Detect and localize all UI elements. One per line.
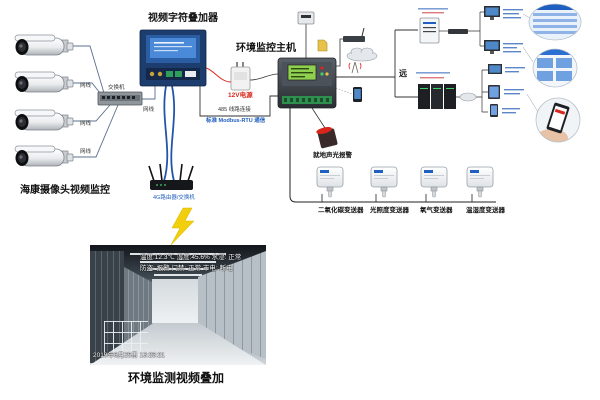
temp-humidity-sensor-icon [467,167,493,197]
monitor-icon [484,6,500,20]
mobile-app-screenshot [535,97,581,143]
platform-caption-lines [416,8,450,79]
camera-icon [15,110,73,130]
sensor-label-oxygen: 氧气变送器 [420,207,453,214]
ceiling-light [130,253,226,255]
sensor-label-temp-humidity: 温湿度变送器 [466,207,505,214]
cloud-icon [346,47,378,62]
modem-icon [343,27,365,42]
illuminance-sensor-icon [371,167,397,197]
server-room-back-wall [152,279,198,323]
router-label: 4G路由器/交换机 [153,195,195,201]
cable-label-1: 网线 [80,83,92,89]
monitor-icon [484,40,500,54]
video-overlay-screenshot: 温度:12.3℃ 湿度:45.6% 水浸: 正常 防盗: 报警 门禁: 正常 市… [90,245,266,365]
sound-light-alarm-icon [316,126,338,149]
wire-camera-2 [72,82,101,94]
overlay-text-line-2: 防盗: 报警 门禁: 正常 市电: 断电 [140,265,233,272]
sensor-bus-line [289,108,496,203]
phone-link-line [335,87,353,95]
protocol-label: 标准 Modbus-RTU 通信 [206,118,266,124]
phone-icon [490,104,498,117]
monitor-icon [488,64,502,74]
rs485-label: 485 线路连接 [218,107,251,113]
ceiling-light [140,261,216,263]
alarm-wire [311,107,326,129]
platform-bracket [468,11,484,47]
cable-label-3: 网线 [80,149,92,155]
router-cable-2 [170,85,176,182]
camera-group-label: 海康摄像头视频监控 [20,185,110,196]
power-label: 12V电源 [228,92,253,99]
server-rack-icon [418,84,456,109]
wire-camera-4 [72,104,119,158]
sensor-label-co2: 二氧化碳变送器 [318,207,364,214]
client-caption-lines [502,67,525,114]
wire-camera-1 [72,45,105,94]
router-cable-1 [163,85,169,182]
camera-wires [72,45,156,158]
overlay-timestamp: 2019年6月25日 13:25:21 [93,352,165,359]
phone-icon [353,87,362,102]
internet-cloud-icon [459,92,477,102]
cable-label-2: 网线 [80,121,92,127]
overlay-text-line-1: 温度:12.3℃ 湿度:45.6% 水浸: 正常 [140,254,242,261]
client-bracket [481,69,488,113]
power-adapter-icon [230,62,251,91]
camera-icon [15,146,73,166]
power-wire-host [249,73,279,81]
dashboard-screenshot-2 [532,48,578,88]
wire-camera-3 [72,104,111,122]
wire-switch-overlayer [142,86,156,100]
router-cables [163,85,176,182]
antenna-tower-icon [348,61,362,74]
oxygen-sensor-icon [421,167,447,197]
platform-switch-icon [448,29,468,34]
co2-sensor-icon [317,167,343,197]
router-icon [148,163,194,190]
wireless-bolt-icon [170,207,195,246]
environment-monitoring-host [277,57,337,109]
power-wire-overlayer [205,67,232,83]
remote-label: 远 [399,69,407,78]
monitor-caption-lines [503,9,523,53]
ceiling-light [154,274,202,276]
rs485-link-line [199,86,278,117]
platform-server-icon [419,17,440,44]
host-title: 环境监控主机 [236,43,296,54]
host-modem-line [336,38,343,67]
remote-bracket [394,29,418,98]
switch-label: 交换机 [108,85,125,91]
alarm-label: 就地声光报警 [313,152,352,159]
network-switch-icon [97,91,143,106]
sensor-label-illuminance: 光照度变送器 [370,207,409,214]
server-room-railing [104,321,148,355]
overlayer-title: 视频字符叠加器 [148,13,218,24]
cable-label-4: 网线 [143,107,155,113]
gateway-icon [297,11,315,25]
camera-icon [15,72,73,92]
sim-card-icon [317,39,328,52]
pointer-lines [522,13,539,113]
sensor-drop-wires [321,194,473,202]
video-caption: 环境监测视频叠加 [128,371,225,385]
ceiling-light [148,268,208,270]
dashboard-screenshot-1 [528,3,582,41]
tablet-icon [488,85,500,99]
video-overlayer-device [139,29,207,87]
camera-icon [15,35,73,55]
